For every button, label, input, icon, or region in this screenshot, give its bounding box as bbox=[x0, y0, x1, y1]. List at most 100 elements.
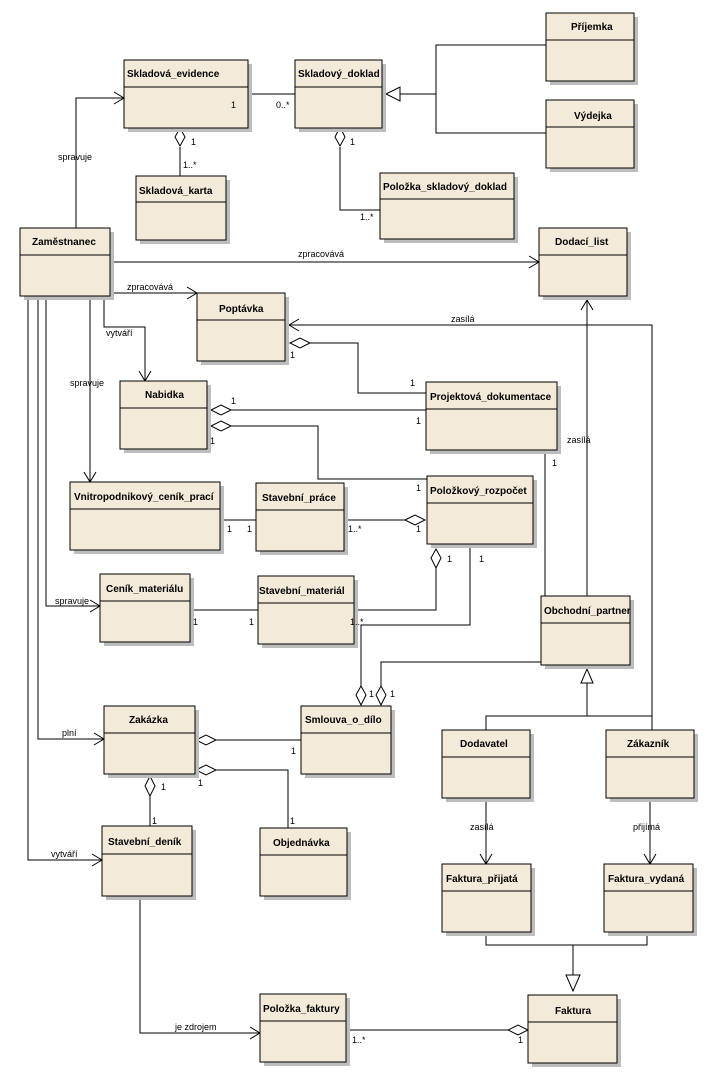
diamond-zakazka-smlouva bbox=[194, 734, 218, 746]
multiplicity: 1 bbox=[290, 816, 295, 826]
diamond-nabidka-rozpocet bbox=[209, 420, 233, 432]
multiplicity: 1 bbox=[518, 1035, 523, 1045]
multiplicity: 1 bbox=[191, 137, 196, 147]
diamond-poptavka-pd bbox=[288, 337, 312, 349]
label-zpracovava: zpracovává bbox=[298, 249, 344, 259]
class-objednavka[interactable]: Objednávka bbox=[259, 827, 351, 900]
class-name: Nabidka bbox=[145, 390, 184, 401]
class-vydejka[interactable]: Výdejka bbox=[545, 99, 638, 172]
multiplicity: 1..* bbox=[350, 617, 364, 627]
class-name: Skladová_karta bbox=[139, 186, 213, 197]
diamond-prace-rozpocet bbox=[403, 514, 427, 526]
class-stavebni-material[interactable]: Stavební_materiál bbox=[257, 575, 358, 648]
class-name: Faktura bbox=[555, 1006, 592, 1017]
class-projektova-dokumentace[interactable]: Projektová_dokumentace bbox=[425, 381, 561, 454]
triangle-faktura bbox=[565, 974, 581, 993]
assoc-spravuje-evidence bbox=[75, 97, 124, 228]
gen-prijemka bbox=[400, 44, 546, 95]
class-poptavka[interactable]: Poptávka bbox=[196, 292, 289, 365]
class-polozkovy-rozpocet[interactable]: Položkový_rozpočet bbox=[426, 475, 537, 548]
class-name: Objednávka bbox=[273, 838, 330, 849]
multiplicity: 1 bbox=[247, 524, 252, 534]
class-zamestnanec[interactable]: Zaměstnanec bbox=[19, 227, 114, 300]
class-zakazka[interactable]: Zakázka bbox=[103, 705, 199, 778]
class-skladovy-doklad[interactable]: Skladový_doklad bbox=[294, 59, 386, 132]
class-polozka-skladovy-doklad[interactable]: Položka_skladový_doklad bbox=[379, 172, 518, 243]
assoc-zasila-poptavka bbox=[289, 324, 653, 730]
class-polozka-faktury[interactable]: Položka_faktury bbox=[259, 993, 350, 1066]
label-zpracovava: zpracovává bbox=[127, 282, 173, 292]
class-name: Stavební_materiál bbox=[259, 586, 345, 597]
multiplicity: 1 bbox=[552, 458, 557, 468]
class-name: Dodací_list bbox=[555, 237, 609, 248]
class-faktura-prijata[interactable]: Faktura_přijatá bbox=[441, 863, 535, 936]
class-smlouva-o-dilo[interactable]: Smlouva_o_dílo bbox=[300, 705, 395, 778]
multiplicity: 1 bbox=[227, 524, 232, 534]
diamond-doklad-polozka bbox=[334, 125, 346, 148]
class-stavebni-prace[interactable]: Stavební_práce bbox=[255, 482, 348, 555]
multiplicity: 1 bbox=[249, 617, 254, 627]
multiplicity: 1 bbox=[350, 137, 355, 147]
class-cenik-materialu[interactable]: Ceník_materiálu bbox=[99, 573, 194, 646]
multiplicity: 1 bbox=[410, 378, 415, 388]
assoc-vytvari-nabidka bbox=[103, 296, 146, 381]
assoc-doklad-polozka bbox=[339, 147, 380, 211]
class-faktura-vydana[interactable]: Faktura_vydaná bbox=[603, 863, 697, 936]
multiplicity: 1..* bbox=[360, 212, 374, 222]
multiplicities: 1 0..* 1 1..* 1 1..* 1 1 1 1 1 1 1 1 1 1… bbox=[152, 100, 557, 1045]
gen-faktury bbox=[485, 936, 648, 946]
class-name: Projektová_dokumentace bbox=[430, 392, 552, 403]
diamond-zakazka-objednavka bbox=[194, 764, 218, 776]
diamond-smlouva-a bbox=[355, 684, 367, 707]
assoc-spravuje-material bbox=[45, 296, 100, 607]
class-name: Zaměstnanec bbox=[32, 237, 96, 248]
assoc-zakazka-objednavka bbox=[216, 769, 289, 828]
multiplicity: 1..* bbox=[352, 1035, 366, 1045]
multiplicity: 1 bbox=[479, 554, 484, 564]
class-obchodni-partner[interactable]: Obchodní_partner bbox=[540, 595, 634, 669]
multiplicity: 1 bbox=[231, 396, 236, 406]
label-je-zdrojem: je zdrojem bbox=[174, 1022, 217, 1032]
multiplicity: 1 bbox=[416, 416, 421, 426]
multiplicity: 1 bbox=[416, 524, 421, 534]
label-prijima: přijímá bbox=[633, 822, 660, 832]
class-dodavatel[interactable]: Dodavatel bbox=[441, 729, 534, 802]
class-skladova-evidence[interactable]: Skladová_evidence bbox=[123, 59, 252, 132]
class-stavebni-denik[interactable]: Stavební_deník bbox=[101, 825, 196, 900]
multiplicity: 1 bbox=[291, 746, 296, 756]
class-name: Skladová_evidence bbox=[127, 69, 220, 80]
class-dodaci-list[interactable]: Dodací_list bbox=[538, 227, 631, 300]
association-labels: spravuje zpracovává zpracovává vytváří s… bbox=[51, 152, 660, 1032]
class-name: Položkový_rozpočet bbox=[430, 486, 527, 497]
class-vnitropodnikovy-cenik-praci[interactable]: Vnitropodnikový_ceník_prací bbox=[69, 481, 224, 554]
multiplicity: 0..* bbox=[276, 100, 290, 110]
assoc-poptavka-pd bbox=[310, 342, 426, 394]
triangle-obchodni-partner bbox=[580, 667, 594, 684]
class-prijemka[interactable]: Příjemka bbox=[545, 12, 638, 85]
label-spravuje: spravuje bbox=[55, 596, 89, 606]
gen-vydejka bbox=[435, 94, 546, 134]
class-skladova-karta[interactable]: Skladová_karta bbox=[135, 175, 230, 244]
class-name: Dodavatel bbox=[460, 739, 508, 750]
connectors bbox=[27, 44, 653, 1034]
multiplicity: 1 bbox=[161, 782, 166, 792]
class-name: Smlouva_o_dílo bbox=[305, 715, 382, 726]
class-name: Faktura_vydaná bbox=[608, 874, 685, 885]
label-plni: plní bbox=[62, 728, 77, 738]
aggregation-diamonds bbox=[144, 88, 530, 1036]
class-name: Položka_skladový_doklad bbox=[383, 182, 507, 193]
diamond-polozka-faktura bbox=[506, 1024, 530, 1036]
class-name: Stavební_práce bbox=[262, 493, 336, 504]
diamond-evidence-karta bbox=[174, 126, 186, 148]
label-zasila: zasílá bbox=[451, 314, 475, 324]
gen-dodavatel bbox=[485, 715, 653, 730]
class-nabidka[interactable]: Nabidka bbox=[119, 380, 211, 453]
label-vytvari: vytváří bbox=[51, 849, 78, 859]
label-spravuje: spravuje bbox=[58, 152, 92, 162]
class-faktura[interactable]: Faktura bbox=[527, 994, 621, 1067]
assoc-je-zdrojem bbox=[139, 896, 260, 1034]
class-zakaznik[interactable]: Zákazník bbox=[605, 729, 698, 802]
class-name: Obchodní_partner bbox=[544, 606, 631, 617]
label-zasila: zasílá bbox=[567, 435, 591, 445]
